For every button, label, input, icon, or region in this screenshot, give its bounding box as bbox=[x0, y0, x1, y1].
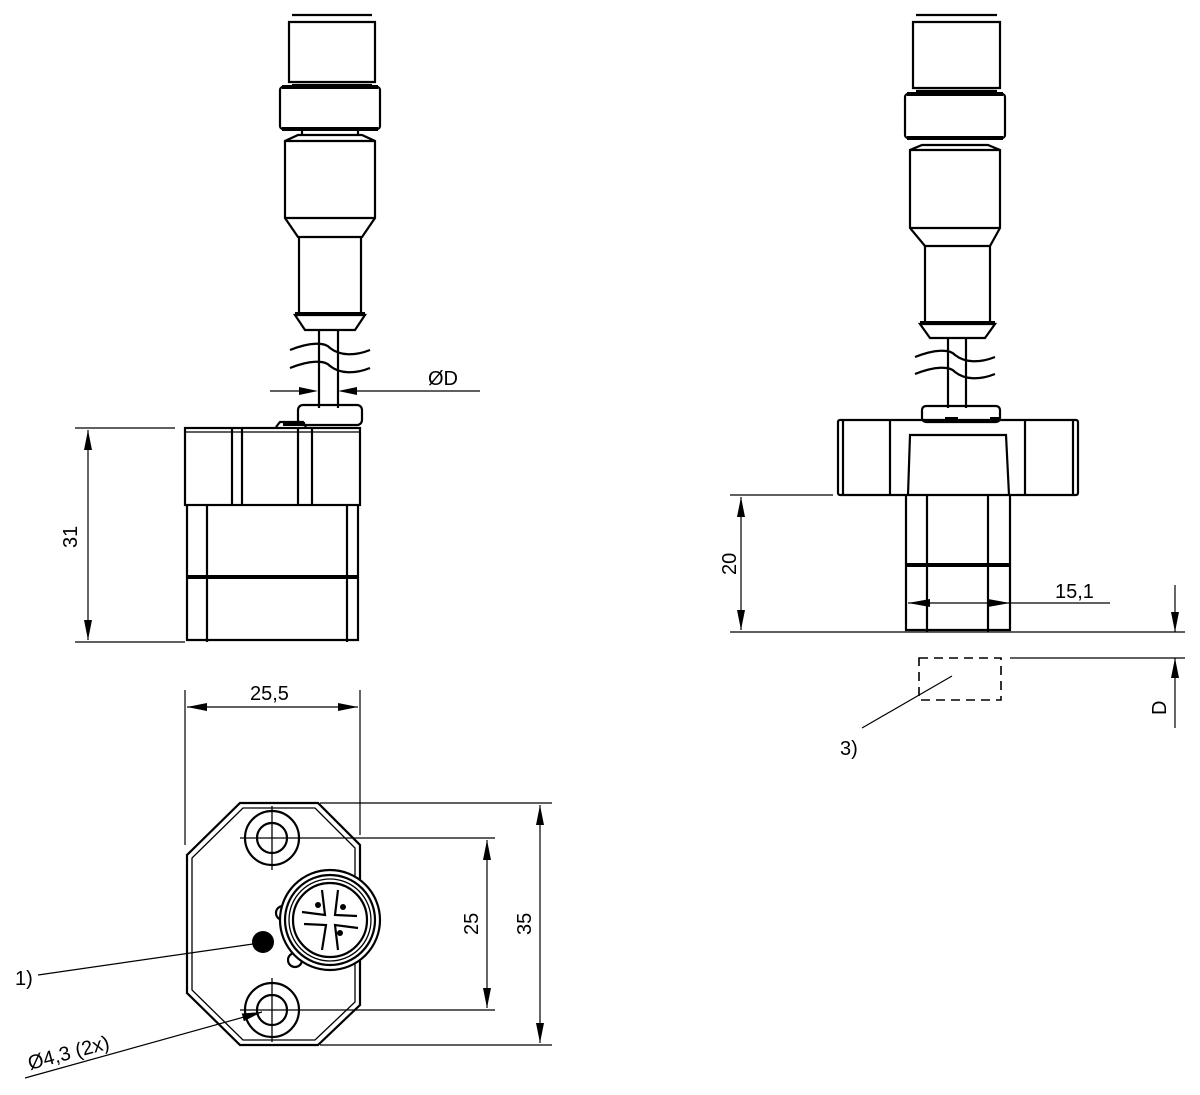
note-3-leader: 3) bbox=[840, 675, 953, 760]
bottom-view: 25,5 25 35 1) Ø4,3 (2x) bbox=[15, 683, 552, 1079]
note-1-leader: 1) bbox=[15, 943, 254, 990]
connector-plug bbox=[278, 13, 382, 332]
led-indicator-dot bbox=[252, 931, 274, 953]
cable-diameter-label: ØD bbox=[428, 368, 458, 390]
height-dimension: 31 bbox=[60, 427, 185, 643]
note-1-label: 1) bbox=[15, 968, 33, 990]
hole-label: Ø4,3 (2x) bbox=[26, 1032, 112, 1075]
mount-height-label: 20 bbox=[719, 553, 741, 575]
side-view-left: ØD 31 bbox=[60, 13, 480, 643]
connector-plug-right bbox=[903, 13, 1007, 340]
mount-height-dimension: 20 bbox=[719, 494, 1185, 633]
cable bbox=[289, 330, 371, 408]
side-view-right: 20 15,1 D 3) bbox=[719, 13, 1185, 760]
mounting-hole-top bbox=[240, 806, 301, 870]
mounting-hole-bottom bbox=[240, 978, 301, 1042]
mounting-flange bbox=[836, 404, 1080, 632]
target-object bbox=[918, 657, 1185, 701]
note-3-label: 3) bbox=[840, 738, 858, 760]
distance-label: D bbox=[1149, 701, 1171, 715]
sensor-housing bbox=[183, 403, 364, 642]
total-length-dimension: 35 bbox=[320, 802, 552, 1046]
width-dimension: 25,5 bbox=[184, 683, 361, 845]
m12-connector-face bbox=[274, 868, 382, 972]
total-length-label: 35 bbox=[514, 913, 536, 935]
width-label: 25,5 bbox=[250, 683, 289, 705]
stem-width-dimension: 15,1 bbox=[908, 581, 1110, 607]
cable-right bbox=[914, 338, 996, 408]
cable-diameter-dimension: ØD bbox=[270, 368, 480, 395]
stem-width-label: 15,1 bbox=[1055, 581, 1094, 603]
hole-leader: Ø4,3 (2x) bbox=[24, 1011, 263, 1079]
hole-spacing-dimension: 25 bbox=[300, 837, 495, 1011]
height-label: 31 bbox=[60, 526, 82, 548]
distance-dimension: D bbox=[1149, 585, 1179, 728]
hole-spacing-label: 25 bbox=[461, 913, 483, 935]
